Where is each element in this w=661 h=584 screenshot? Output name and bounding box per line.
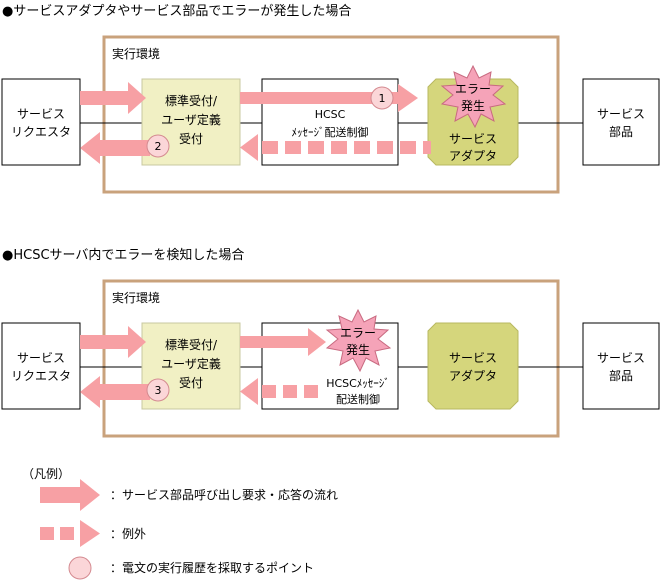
scenario2-requester-line1: サービス (17, 351, 65, 365)
scenario1-title: ●サービスアダプタやサービス部品でエラーが発生した場合 (2, 4, 351, 19)
scenario2-standard-line1: 標準受付/ (165, 337, 218, 352)
scenario2-error-burst-icon (325, 308, 392, 373)
scenario2-part-line2: 部品 (609, 368, 633, 383)
scenario2-standard-line3: 受付 (179, 376, 203, 390)
scenario1-arrow-request-2 (240, 84, 418, 112)
scenario2-hcsc-line2: 配送制御 (336, 392, 380, 406)
legend-title: （凡例） (22, 467, 70, 481)
scenario2-adapter-line2: アダプタ (449, 368, 497, 383)
scenario1-error-line2: 発生 (461, 99, 485, 113)
scenario1-adapter-line2: アダプタ (449, 148, 497, 163)
scenario1-standard-line2: ユーザ定義 (161, 112, 221, 127)
scenario1-requester-line2: リクエスタ (11, 125, 71, 139)
legend-exception-label: ：例外 (110, 527, 146, 541)
scenario1-error-burst-icon (440, 64, 507, 129)
scenario2-part-line1: サービス (597, 351, 645, 365)
scenario2-point-3 (146, 378, 170, 402)
scenario2-requester-box (1, 322, 81, 410)
scenario2-error-line2: 発生 (346, 343, 370, 357)
legend-point-label: ：電文の実行履歴を採取するポイント (110, 560, 314, 575)
scenario1-arrow-response (80, 132, 150, 164)
scenario1-adapter-line1: サービス (449, 132, 497, 146)
scenario1-part-line2: 部品 (609, 124, 633, 139)
scenario1-point-2 (146, 134, 170, 158)
scenario2-env-frame (102, 279, 560, 438)
scenario2-arrow-response (80, 376, 150, 408)
scenario1-arrow-request-1 (80, 82, 146, 114)
scenario1-point-2-label: 2 (155, 140, 162, 153)
scenario1-point-1 (370, 86, 394, 110)
scenario2-adapter-line1: サービス (449, 351, 497, 365)
scenario1-arrow-exception (240, 134, 431, 161)
scenario2-part-box (582, 322, 660, 410)
scenario1-requester-line1: サービス (17, 107, 65, 121)
scenario1-standard-line3: 受付 (179, 132, 203, 146)
scenario1-hcsc-line1: HCSC (315, 108, 346, 121)
legend-flow-label: ：サービス部品呼び出し要求・応答の流れ (110, 487, 338, 502)
scenario2-arrow-request-2 (240, 328, 326, 356)
legend-exception-arrow-icon (40, 520, 100, 547)
scenario2-arrow-request-1 (80, 326, 146, 358)
scenario2-point-3-label: 3 (155, 384, 162, 397)
scenario2-title: ●HCSCサーバ内でエラーを検知した場合 (2, 247, 244, 263)
scenario2-adapter-box (427, 322, 519, 410)
scenario2-hcsc-line1: HCSCﾒｯｾｰｼﾞ (326, 377, 390, 390)
scenario1-env-frame (102, 35, 560, 194)
legend-flow-arrow-icon (40, 479, 100, 511)
scenario2-env-label: 実行環境 (112, 290, 160, 305)
scenario1-error-line1: エラー (455, 82, 491, 96)
scenario2-standard-line2: ユーザ定義 (161, 356, 221, 371)
scenario1-part-box (582, 78, 660, 166)
scenario2-arrow-exception (240, 378, 318, 405)
scenario1-standard-line1: 標準受付/ (165, 93, 218, 108)
scenario1-part-line1: サービス (597, 107, 645, 121)
scenario1-env-label: 実行環境 (112, 46, 160, 61)
scenario1-hcsc-line2: ﾒｯｾｰｼﾞ配送制御 (292, 125, 369, 139)
scenario1-point-1-label: 1 (379, 92, 386, 105)
legend-point-icon (68, 556, 92, 580)
scenario2-error-line1: エラー (340, 326, 376, 340)
scenario1-requester-box (1, 78, 81, 166)
scenario2-requester-line2: リクエスタ (11, 369, 71, 383)
